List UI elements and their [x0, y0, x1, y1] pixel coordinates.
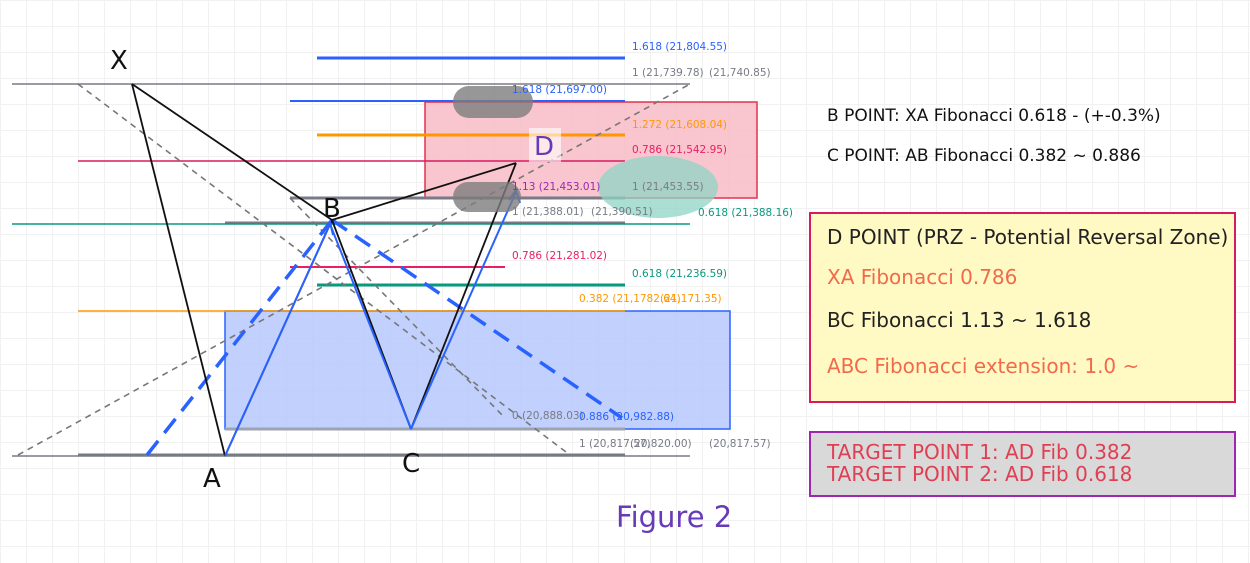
leg-xa — [131, 83, 226, 457]
fib-label: 1.618 (21,804.55) — [632, 41, 727, 53]
prz-info-box: D POINT (PRZ - Potential Reversal Zone) … — [809, 212, 1236, 403]
fib-label: 1 (21,739.78) — [632, 67, 704, 79]
fib-label: 0 (20,888.03) — [512, 410, 584, 422]
b-point-note: B POINT: XA Fibonacci 0.618 - (+-0.3%) — [827, 106, 1161, 126]
fib-label: 0.786 (21,542.95) — [632, 144, 727, 156]
projection-ab-dashed — [145, 218, 334, 457]
ab-cd-arrows — [224, 187, 521, 457]
target-point-1: TARGET POINT 1: AD Fib 0.382 — [827, 440, 1133, 464]
fib-labels: 1.618 (21,804.55) 1 (21,739.78) (21,740.85… — [512, 41, 793, 450]
fib-label: 0.886 (20,982.88) — [579, 411, 674, 423]
fib-label: 1 (21,388.01) — [512, 206, 584, 218]
fib-label: 0.786 (21,281.02) — [512, 250, 607, 262]
projection-bc-dashed — [331, 218, 623, 420]
target-zone-rect — [224, 310, 731, 430]
fib-label: 1.618 (21,697.00) — [512, 84, 607, 96]
c-point-note: C POINT: AB Fibonacci 0.382 ~ 0.886 — [827, 146, 1141, 166]
fib-label: (21,740.85) — [709, 67, 771, 79]
prz-abc-ext: ABC Fibonacci extension: 1.0 ~ — [827, 354, 1140, 378]
point-label-x: X — [110, 46, 128, 76]
leg-xb — [131, 83, 333, 221]
fib-label: 1 (20,817.57) — [579, 438, 651, 450]
fib-label: 0.618 (21,236.59) — [632, 268, 727, 280]
trendline-dashed-1 — [17, 83, 691, 456]
fib-label: 0.618 (21,388.16) — [698, 207, 793, 219]
projection-lines — [145, 218, 623, 457]
target-point-2: TARGET POINT 2: AD Fib 0.618 — [827, 462, 1133, 486]
fib-label: (21,390.51) — [591, 206, 653, 218]
trendline-dashed-2 — [77, 83, 571, 456]
fib-label: 0.382 (21,1782.64) — [579, 293, 681, 305]
point-label-d: D — [534, 132, 554, 162]
fib-label: 1 (21,453.55) — [632, 181, 704, 193]
fib-label: (21,171.35) — [660, 293, 722, 305]
highlight-mark-3 — [598, 156, 718, 218]
prz-xa-fib: XA Fibonacci 0.786 — [827, 265, 1018, 289]
highlight-mark-1 — [453, 86, 533, 118]
fib-label: (20,820.00) — [630, 438, 692, 450]
prz-title: D POINT (PRZ - Potential Reversal Zone) — [827, 225, 1229, 249]
figure-caption: Figure 2 — [616, 500, 733, 534]
arrow-ab — [224, 223, 331, 457]
point-label-d-bg — [529, 128, 561, 162]
fib-label: 1.13 (21,453.01) — [512, 181, 600, 193]
highlight-mark-2 — [453, 182, 521, 212]
point-label-b: B — [323, 194, 341, 224]
point-label-c: C — [402, 449, 420, 479]
trendline-dashed-3 — [289, 197, 506, 419]
point-label-a: A — [203, 464, 221, 494]
arrow-cd — [410, 191, 517, 430]
target-info-box: TARGET POINT 1: AD Fib 0.382 TARGET POIN… — [809, 431, 1236, 497]
highlighter-marks — [453, 86, 718, 218]
fib-label: (20,817.57) — [709, 438, 771, 450]
fib-label: 1.272 (21,608.04) — [632, 119, 727, 131]
dashed-trendlines — [17, 83, 691, 456]
leg-bd — [331, 162, 517, 221]
arrow-bc-blue — [329, 223, 412, 430]
prz-bc-fib: BC Fibonacci 1.13 ~ 1.618 — [827, 308, 1092, 332]
